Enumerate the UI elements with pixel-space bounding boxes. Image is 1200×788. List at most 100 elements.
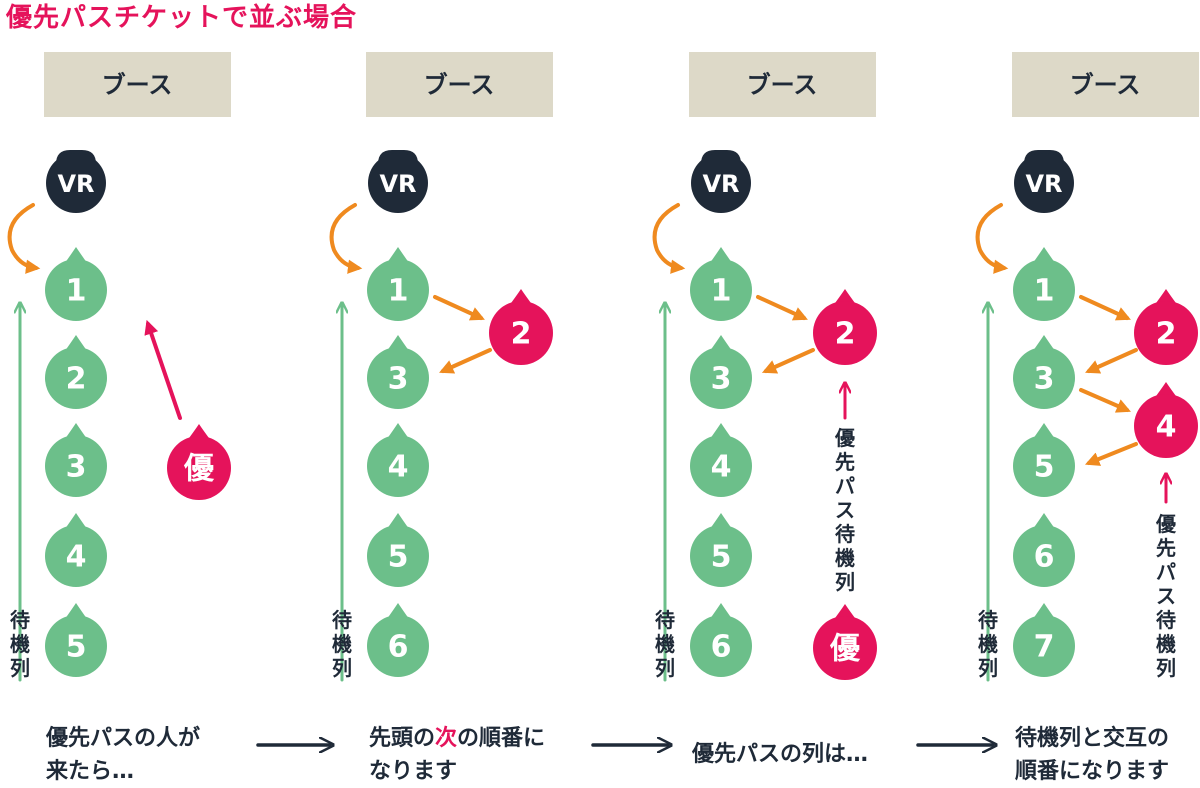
queue-person-4-label: 4 — [711, 450, 732, 485]
queue-person-3-body — [367, 347, 429, 409]
step-caption-1: 優先パスの人が来たら… — [46, 722, 200, 788]
priority-person-4-label: 4 — [1156, 410, 1177, 445]
caption-line: 優先パスの列は… — [692, 742, 869, 767]
queue-person-3-body — [1013, 347, 1075, 409]
booth-label: ブース — [747, 71, 818, 99]
order-arrow — [1085, 348, 1138, 374]
queue-person-3-body — [690, 347, 752, 409]
priority-person-2: 2 — [813, 289, 877, 365]
vr-headset-body — [691, 153, 751, 213]
queue-person-3: 3 — [45, 423, 107, 497]
vr-headset-body — [46, 153, 106, 213]
queue-person-5-label: 5 — [388, 540, 409, 575]
entry-curve-arrow — [7, 203, 41, 274]
queue-person-2-body — [45, 347, 107, 409]
caption-line: 待機列と交互の — [1015, 726, 1170, 751]
queue-person-4: 4 — [45, 513, 107, 587]
panel-1: ブース — [44, 52, 231, 117]
queue-person-5: 5 — [367, 513, 429, 587]
order-arrow — [756, 295, 808, 321]
priority-queue-label-char: ス — [835, 498, 855, 522]
queue-person-4-label: 4 — [66, 540, 87, 575]
vr-headset-icon: VR — [46, 150, 106, 213]
queue-person-5-body — [45, 615, 107, 677]
queue-person-1-body — [45, 259, 107, 321]
queue-person-3-label: 3 — [711, 362, 732, 397]
queue-person-5-label: 5 — [711, 540, 732, 575]
queue-person-7-body — [1013, 615, 1075, 677]
caption-line: 優先パスの人が — [46, 726, 201, 751]
queue-label: 待機列 — [655, 608, 675, 680]
priority-badge-person-body — [167, 436, 231, 500]
vr-headset-body — [1014, 153, 1074, 213]
queue-person-5-body — [1013, 435, 1075, 497]
panel-3: ブース — [689, 52, 876, 117]
caption-text: 先頭の — [369, 726, 436, 751]
queue-person-1-label: 1 — [66, 274, 87, 309]
queue-person-6: 6 — [367, 603, 429, 677]
queue-person-1: 1 — [1013, 247, 1075, 321]
queue-label-char: 列 — [978, 656, 998, 680]
queue-label-char: 機 — [655, 632, 675, 656]
panel-4: ブース — [1012, 52, 1199, 117]
queue-person-3-label: 3 — [66, 450, 87, 485]
priority-person-2-body — [813, 301, 877, 365]
queue-person-2: 2 — [45, 335, 107, 409]
priority-queue-label-char: 機 — [835, 546, 855, 570]
queue-label-char: 待 — [10, 608, 30, 632]
queue-label-char: 待 — [332, 608, 352, 632]
queue-person-5: 5 — [45, 603, 107, 677]
entry-curve-arrow — [652, 203, 686, 274]
step-caption-4: 待機列と交互の順番になります — [1015, 722, 1169, 788]
booth-label: ブース — [1070, 71, 1141, 99]
queue-person-7-label: 7 — [1034, 630, 1055, 665]
order-arrow — [1079, 388, 1131, 413]
order-arrow — [433, 295, 485, 321]
priority-approach-arrow — [144, 319, 182, 420]
caption-text: の順番に — [457, 726, 546, 751]
priority-badge-person: 優 — [167, 424, 231, 500]
vr-label: VR — [702, 170, 739, 198]
queue-person-5-label: 5 — [1034, 450, 1055, 485]
vr-headset-icon: VR — [368, 150, 428, 213]
queue-label: 待機列 — [332, 608, 352, 680]
priority-queue-label-char: 列 — [835, 570, 855, 594]
booth-box — [1012, 52, 1199, 117]
order-arrow — [1079, 295, 1131, 321]
vr-headset-icon: VR — [691, 150, 751, 213]
priority-badge-person-label: 優 — [829, 632, 861, 667]
vr-headset-body — [368, 153, 428, 213]
caption-line: 来たら… — [46, 759, 135, 784]
priority-person-4: 4 — [1134, 382, 1198, 458]
booth-label: ブース — [424, 71, 495, 99]
priority-person-2-label: 2 — [511, 317, 532, 352]
queue-person-4-body — [367, 435, 429, 497]
queue-person-4-label: 4 — [388, 450, 409, 485]
queue-person-1-label: 1 — [1034, 274, 1055, 309]
entry-curve-arrow — [329, 203, 363, 274]
queue-person-5: 5 — [1013, 423, 1075, 497]
queue-person-1: 1 — [45, 247, 107, 321]
priority-badge-person-body — [813, 616, 877, 680]
queue-person-1-body — [690, 259, 752, 321]
step-caption-2: 先頭の次の順番になります — [369, 722, 545, 788]
priority-badge-person-label: 優 — [183, 452, 215, 487]
queue-label-char: 待 — [978, 608, 998, 632]
queue-person-6-body — [367, 615, 429, 677]
vr-headset-icon: VR — [1014, 150, 1074, 213]
queue-label-char: 機 — [10, 632, 30, 656]
caption-highlight: 次 — [435, 726, 458, 751]
queue-person-1-label: 1 — [711, 274, 732, 309]
caption-text: なります — [369, 759, 458, 784]
booth-box — [366, 52, 553, 117]
queue-person-6: 6 — [1013, 513, 1075, 587]
queue-person-3-label: 3 — [1034, 362, 1055, 397]
queue-person-1-label: 1 — [388, 274, 409, 309]
queue-person-3: 3 — [690, 335, 752, 409]
booth-label: ブース — [102, 71, 173, 99]
panel-2: ブース — [366, 52, 553, 117]
priority-queue-label-char: 優 — [1155, 512, 1177, 536]
queue-person-5: 5 — [690, 513, 752, 587]
